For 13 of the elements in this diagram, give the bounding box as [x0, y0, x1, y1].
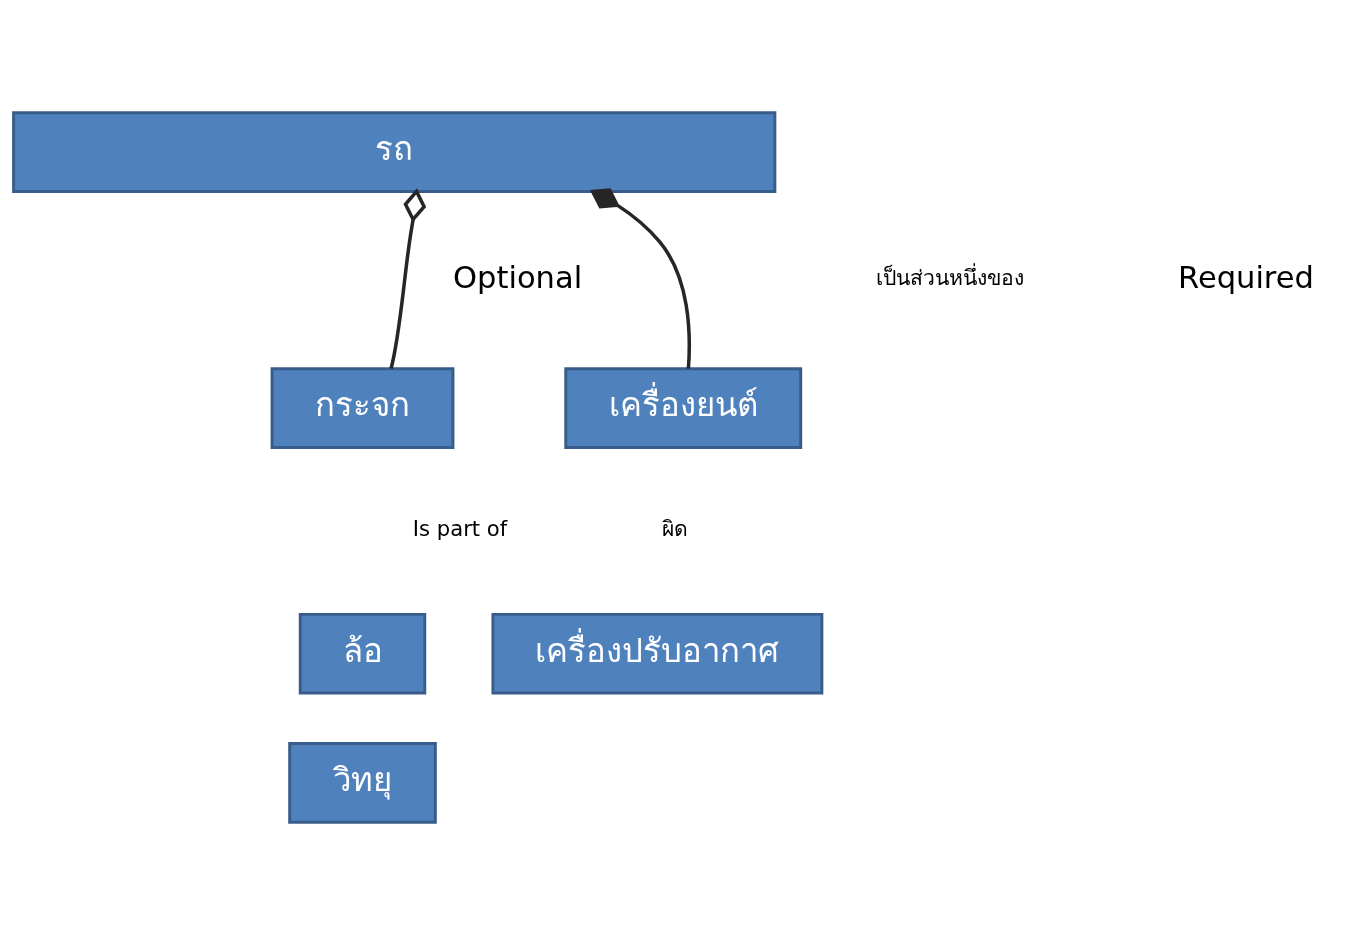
label: ผิด — [662, 515, 689, 541]
node-box: วิทยุ — [288, 741, 437, 824]
node-box: เครื่องปรับอากาศ — [491, 612, 824, 695]
node-box: รถ — [12, 110, 777, 193]
node-box: กระจก — [270, 366, 455, 449]
node-box: ล้อ — [298, 612, 427, 695]
connector — [389, 187, 427, 369]
node-box: เครื่องยนต์ — [564, 366, 803, 449]
label: เป็นส่วนหนึ่งของ — [875, 264, 1024, 290]
label: Required — [1178, 259, 1314, 295]
label: Optional — [453, 259, 583, 295]
label: Is part of — [412, 515, 508, 541]
connector — [589, 187, 691, 369]
